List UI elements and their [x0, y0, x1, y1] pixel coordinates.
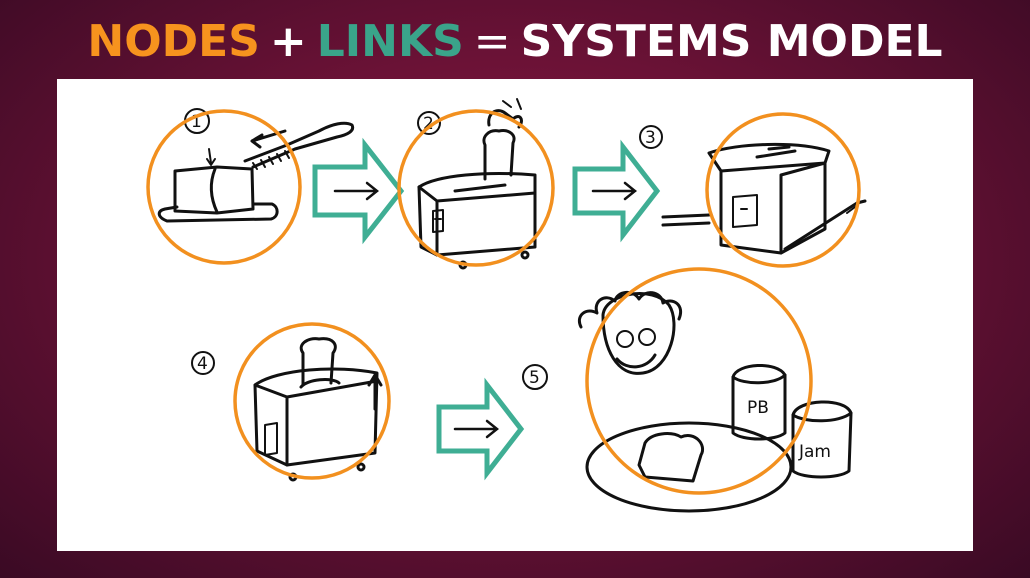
- title-plus: +: [269, 15, 307, 67]
- title-nodes: NODES: [87, 15, 260, 67]
- title-systems-model: SYSTEMS MODEL: [520, 15, 943, 67]
- title-equals: =: [473, 15, 511, 67]
- step-2-number: 2: [417, 111, 441, 135]
- title-links: LINKS: [316, 15, 464, 67]
- pb-jar-label: PB: [747, 398, 769, 418]
- step-4-focus-circle: [233, 322, 391, 480]
- step-5-node: 5 PB Jam: [522, 267, 853, 513]
- step-5-focus-circle: [585, 267, 813, 495]
- step-1-number-text: 1: [191, 112, 202, 132]
- bread-slicing-icon: [157, 121, 355, 223]
- diagram-canvas: 1 2: [146, 98, 867, 513]
- step-3-number: 3: [639, 125, 663, 149]
- link-arrow-1: [312, 137, 405, 245]
- step-5-number-text: 5: [529, 368, 540, 388]
- step-5-number: 5: [522, 364, 548, 390]
- toaster-icon: [661, 142, 867, 255]
- link-arrow-3: [436, 377, 525, 481]
- step-1-focus-circle: [146, 109, 302, 265]
- toaster-icon: [253, 337, 383, 482]
- step-3-focus-circle: [705, 112, 861, 268]
- jam-jar-label: Jam: [798, 442, 831, 462]
- step-1-node: 1: [146, 108, 355, 265]
- step-2-focus-circle: [397, 109, 555, 267]
- step-4-node: 4: [191, 322, 391, 482]
- step-4-number: 4: [191, 351, 215, 375]
- slide-title: NODES + LINKS = SYSTEMS MODEL: [0, 6, 1030, 76]
- step-3-number-text: 3: [645, 128, 656, 148]
- step-2-number-text: 2: [423, 114, 434, 134]
- whiteboard: 1 2: [57, 79, 973, 551]
- step-3-node: 3: [639, 112, 867, 268]
- link-arrow-2: [572, 139, 661, 243]
- step-4-number-text: 4: [197, 354, 208, 374]
- step-2-node: 2: [397, 98, 555, 270]
